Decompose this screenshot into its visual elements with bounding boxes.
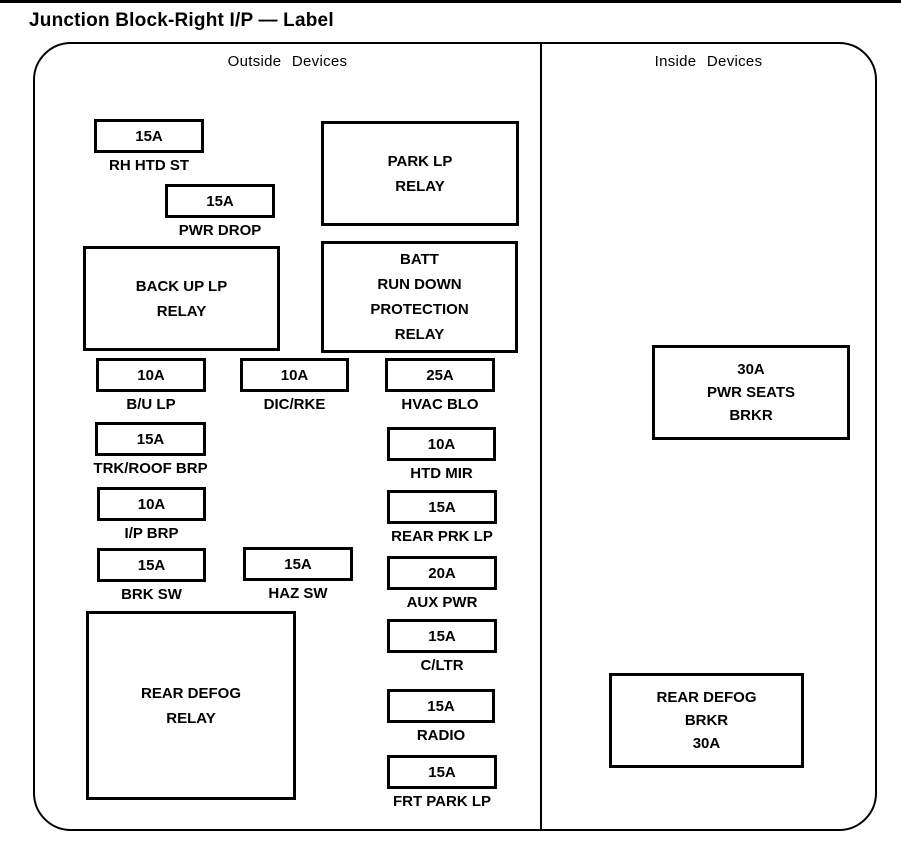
breaker-rear-defog-label: REAR DEFOG BRKR 30A: [656, 689, 757, 752]
fuse-trk-roof-brp: 15A TRK/ROOF BRP: [93, 422, 208, 477]
breaker-pwr-seats-label: 30A PWR SEATS BRKR: [706, 361, 796, 424]
relay-batt-run-down-protection-label: BATT RUN DOWN PROTECTION RELAY: [370, 251, 469, 343]
fuse-hvac-blo: 25A HVAC BLO: [385, 358, 495, 413]
fuse-ip-brp: 10A I/P BRP: [97, 487, 206, 542]
relay-back-up-lp: BACK UP LP RELAY: [83, 246, 280, 351]
fuse-frt-park-lp-amp: 15A: [387, 755, 497, 789]
fuse-haz-sw-amp: 15A: [243, 547, 353, 581]
relay-batt-run-down-protection: BATT RUN DOWN PROTECTION RELAY: [321, 241, 518, 353]
fuse-hvac-blo-amp: 25A: [385, 358, 495, 392]
fuse-aux-pwr-label: AUX PWR: [406, 594, 478, 611]
breaker-pwr-seats: 30A PWR SEATS BRKR: [652, 345, 850, 440]
relay-rear-defog: REAR DEFOG RELAY: [86, 611, 296, 800]
fuse-rh-htd-st: 15A RH HTD ST: [94, 119, 204, 174]
fuse-brk-sw-amp: 15A: [97, 548, 206, 582]
fuse-c-ltr-amp: 15A: [387, 619, 497, 653]
fuse-dic-rke-amp: 10A: [240, 358, 349, 392]
fuse-htd-mir-label: HTD MIR: [410, 465, 473, 482]
outside-devices-heading: Outside Devices: [227, 53, 348, 70]
fuse-htd-mir: 10A HTD MIR: [387, 427, 496, 482]
relay-park-lp-label: PARK LP RELAY: [387, 152, 453, 195]
fuse-rear-prk-lp: 15A REAR PRK LP: [387, 490, 497, 545]
section-divider-line: [540, 43, 542, 829]
fuse-brk-sw: 15A BRK SW: [97, 548, 206, 603]
fuse-haz-sw-label: HAZ SW: [268, 585, 328, 602]
fuse-rh-htd-st-label: RH HTD ST: [109, 157, 189, 174]
fuse-rear-prk-lp-amp: 15A: [387, 490, 497, 524]
fuse-radio: 15A RADIO: [387, 689, 495, 744]
relay-park-lp: PARK LP RELAY: [321, 121, 519, 226]
fuse-aux-pwr-amp: 20A: [387, 556, 497, 590]
fuse-pwr-drop-amp: 15A: [165, 184, 275, 218]
fuse-trk-roof-brp-amp: 15A: [95, 422, 206, 456]
fuse-rh-htd-st-amp: 15A: [94, 119, 204, 153]
fuse-rear-prk-lp-label: REAR PRK LP: [391, 528, 493, 545]
fuse-haz-sw: 15A HAZ SW: [243, 547, 353, 602]
top-border-line: [0, 0, 901, 3]
fuse-ip-brp-label: I/P BRP: [124, 525, 179, 542]
fuse-pwr-drop-label: PWR DROP: [178, 222, 262, 239]
fuse-brk-sw-label: BRK SW: [121, 586, 182, 603]
breaker-rear-defog: REAR DEFOG BRKR 30A: [609, 673, 804, 768]
fuse-frt-park-lp-label: FRT PARK LP: [392, 793, 492, 810]
fuse-bu-lp-label: B/U LP: [126, 396, 176, 413]
fuse-dic-rke-label: DIC/RKE: [263, 396, 326, 413]
page-title: Junction Block-Right I/P — Label: [29, 10, 334, 31]
fuse-dic-rke: 10A DIC/RKE: [240, 358, 349, 413]
fuse-frt-park-lp: 15A FRT PARK LP: [387, 755, 497, 810]
fuse-c-ltr: 15A C/LTR: [387, 619, 497, 674]
fuse-c-ltr-label: C/LTR: [420, 657, 464, 674]
relay-back-up-lp-label: BACK UP LP RELAY: [135, 277, 228, 320]
fuse-aux-pwr: 20A AUX PWR: [387, 556, 497, 611]
relay-rear-defog-label: REAR DEFOG RELAY: [140, 684, 241, 727]
fuse-ip-brp-amp: 10A: [97, 487, 206, 521]
fuse-bu-lp-amp: 10A: [96, 358, 206, 392]
fuse-htd-mir-amp: 10A: [387, 427, 496, 461]
fuse-trk-roof-brp-label: TRK/ROOF BRP: [93, 460, 208, 477]
fuse-hvac-blo-label: HVAC BLO: [401, 396, 479, 413]
fuse-radio-label: RADIO: [416, 727, 466, 744]
fuse-bu-lp: 10A B/U LP: [96, 358, 206, 413]
fuse-radio-amp: 15A: [387, 689, 495, 723]
inside-devices-heading: Inside Devices: [654, 53, 763, 70]
fuse-pwr-drop: 15A PWR DROP: [165, 184, 275, 239]
